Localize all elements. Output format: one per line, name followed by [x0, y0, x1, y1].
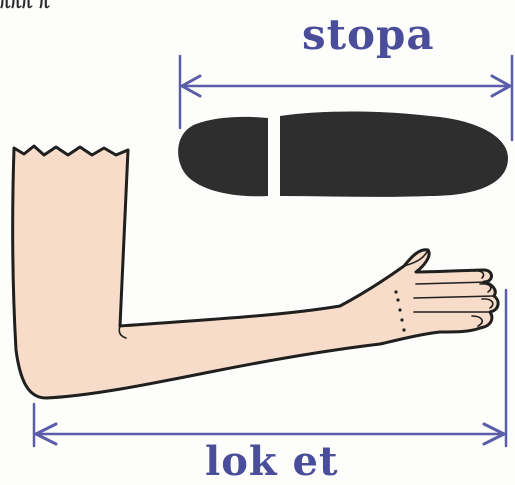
shoe-length-label: stopa: [302, 14, 435, 56]
shoe-sole: [178, 112, 508, 197]
cubit-length-label: lok et: [205, 442, 338, 482]
shoe-front: [280, 112, 508, 197]
shoe-heel: [178, 117, 268, 196]
